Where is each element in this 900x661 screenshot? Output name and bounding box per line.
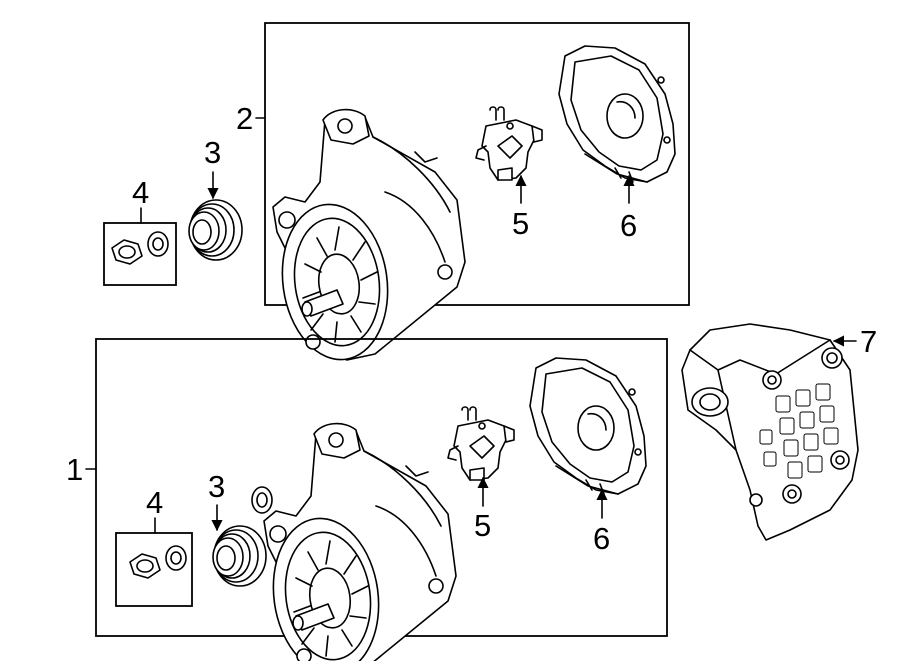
upper-nut-frame: [103, 222, 177, 286]
upper-pulley: [188, 199, 243, 261]
lower-spacer-washer: [251, 486, 273, 514]
mounting-bracket: [681, 323, 859, 541]
callout-5-upper: 5: [512, 206, 529, 241]
upper-alternator: [271, 108, 466, 368]
callout-6-lower: 6: [593, 521, 610, 556]
lower-nut-frame: [115, 532, 193, 607]
upper-nut-and-washer: [111, 231, 169, 265]
lower-pulley: [212, 525, 267, 587]
lower-alternator: [262, 422, 457, 661]
callout-4-lower: 4: [146, 485, 163, 520]
callout-6-upper: 6: [620, 208, 637, 243]
callout-5-lower: 5: [474, 508, 491, 543]
callout-3-lower: 3: [208, 469, 225, 504]
callout-3-upper: 3: [204, 135, 221, 170]
upper-assembly-frame: [264, 22, 690, 306]
upper-rear-cover: [558, 45, 676, 183]
callout-1: 1: [66, 452, 83, 487]
lower-assembly-group: [95, 338, 668, 661]
callout-7: 7: [860, 324, 877, 359]
callout-4-upper: 4: [132, 175, 149, 210]
upper-voltage-regulator: [475, 106, 543, 181]
lower-nut-and-washer: [129, 545, 187, 579]
lower-rear-cover: [529, 357, 647, 495]
leader-lines: [85, 117, 857, 534]
callout-2: 2: [236, 101, 253, 136]
upper-assembly-group: [264, 22, 690, 368]
lower-voltage-regulator: [447, 406, 515, 481]
